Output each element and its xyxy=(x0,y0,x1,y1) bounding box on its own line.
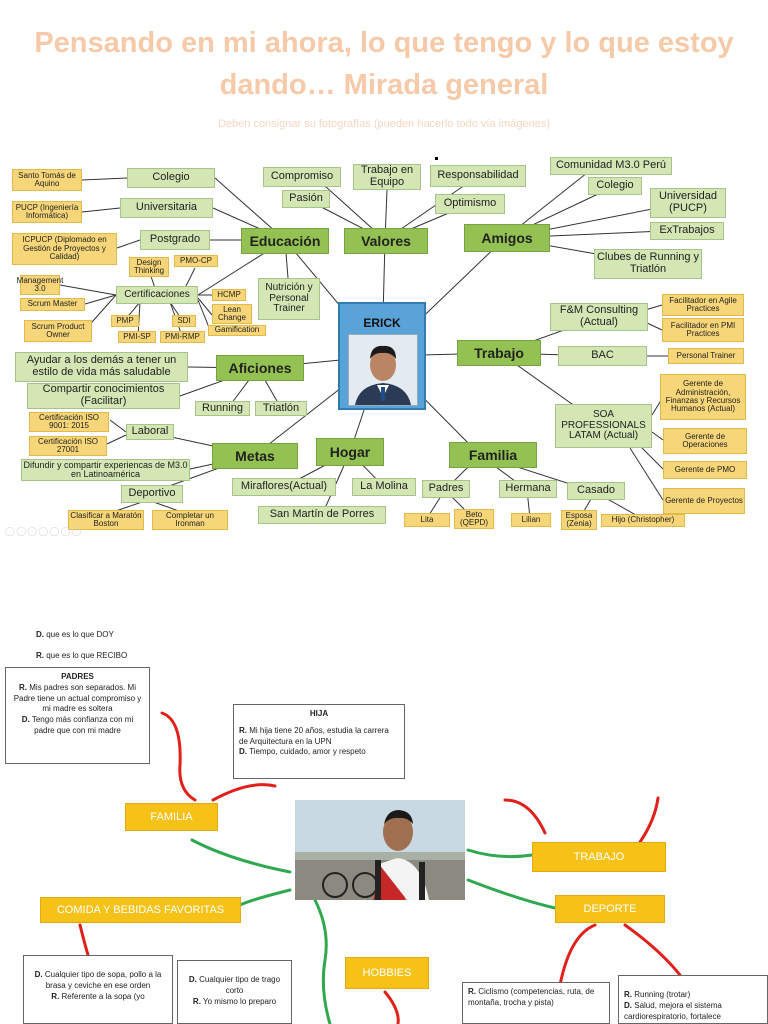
cyclist-icon xyxy=(295,800,465,900)
node-difundir-m30: Difundir y compartir experiencas de M3.0… xyxy=(21,459,190,481)
node-comunidad-m30: Comunidad M3.0 Perú xyxy=(550,157,672,175)
leaf-gamification: Gamification xyxy=(208,325,266,336)
leaf-pmi-rmp: PMI-RMP xyxy=(160,331,205,343)
padres-box: PADRES R. Mis padres son separados. Mi P… xyxy=(5,667,150,764)
node-running: Running xyxy=(195,401,250,416)
node-certificaciones: Certificaciones xyxy=(116,286,198,304)
leaf-scrum-master: Scrum Master xyxy=(20,298,85,311)
node-laboral: Laboral xyxy=(126,424,174,440)
leaf-gerente-proyectos: Gerente de Proyectos xyxy=(663,488,745,514)
center-node: ERICK xyxy=(338,302,426,410)
node-nutricion: Nutrición y Personal Trainer xyxy=(258,278,320,320)
leaf-maraton-boston: Clasificar a Maratón Boston xyxy=(68,510,144,530)
leaf-scrum-product-owner: Scrum Product Owner xyxy=(24,320,92,342)
leaf-iso-9001: Certificación ISO 9001: 2015 xyxy=(29,412,109,432)
node-la-molina: La Molina xyxy=(352,478,416,496)
leaf-personal-trainer: Personal Trainer xyxy=(668,348,744,364)
page-title: Pensando en mi ahora, lo que tengo y lo … xyxy=(34,27,734,101)
node-optimismo: Optimismo xyxy=(435,194,505,214)
page-subtitle: Deben consignar su fotografías (pueden h… xyxy=(217,118,551,130)
node-compromiso: Compromiso xyxy=(263,167,341,187)
node-clubes: Clubes de Running y Triatlón xyxy=(594,249,702,279)
label-comida: COMIDA Y BEBIDAS FAVORITAS xyxy=(40,897,241,923)
leaf-esposa: Esposa (Zenia) xyxy=(561,510,597,530)
node-colegio: Colegio xyxy=(127,168,215,188)
node-miraflores: Miraflores(Actual) xyxy=(232,478,336,496)
comida-box: D. Cualquier tipo de sopa, pollo a la br… xyxy=(23,955,173,1024)
leaf-ironman: Completar un Ironman xyxy=(152,510,228,530)
node-triatlon: Triatlón xyxy=(255,401,307,416)
running-box: R. Running (trotar) D. Salud, mejora el … xyxy=(618,975,768,1024)
hub-amigos: Amigos xyxy=(464,224,550,252)
leaf-gerente-administracion: Gerente de Administración, Finanzas y Re… xyxy=(660,374,746,420)
hub-familia: Familia xyxy=(449,442,537,468)
leaf-lean-change: Lean Change xyxy=(212,304,252,324)
hija-box: HIJA R. Mi hija tiene 20 años, estudia l… xyxy=(233,704,405,779)
node-deportivo: Deportivo xyxy=(121,485,183,503)
leaf-iso-27001: Certificación ISO 27001 xyxy=(29,436,107,456)
leaf-design-thinking: Design Thinking xyxy=(129,257,169,277)
node-fm-consulting: F&M Consulting (Actual) xyxy=(550,303,648,331)
leaf-pucp-ingenieria: PUCP (Ingeniería Informática) xyxy=(12,201,82,223)
hub-valores: Valores xyxy=(344,228,428,254)
node-universidad-pucp: Universidad (PUCP) xyxy=(650,188,726,218)
leaf-icpucp: ICPUCP (Diplomado en Gestión de Proyecto… xyxy=(12,233,117,265)
leaf-beto: Beto (QEPD) xyxy=(454,509,494,529)
node-extrabajos: ExTrabajos xyxy=(650,222,724,240)
node-hermana: Hermana xyxy=(499,480,557,498)
node-casado: Casado xyxy=(567,482,625,500)
label-familia: FAMILIA xyxy=(125,803,218,831)
node-trabajo-equipo: Trabajo en Equipo xyxy=(353,164,421,190)
leaf-gerente-operaciones: Gerente de Operaciones xyxy=(663,428,747,454)
hub-trabajo: Trabajo xyxy=(457,340,541,366)
node-ayudar: Ayudar a los demás a tener un estilo de … xyxy=(15,352,188,382)
center-name: ERICK xyxy=(363,316,401,330)
leaf-gerente-pmo: Gerente de PMO xyxy=(663,461,747,479)
cyclist-photo xyxy=(295,800,465,900)
leaf-pmi-sp: PMI-SP xyxy=(118,331,156,343)
stray-dot xyxy=(435,157,438,160)
trago-box: D. Cualquier tipo de trago corto R. Yo m… xyxy=(177,960,292,1024)
node-soa-professionals: SOA PROFESSIONALS LATAM (Actual) xyxy=(555,404,652,448)
leaf-facilitador-pmi: Facilitador en PMI Practices xyxy=(662,318,744,342)
legend-doy: D. que es lo que DOY xyxy=(36,630,114,639)
faded-icon-row: ◯◯◯◯◯◯◯ xyxy=(5,526,83,536)
leaf-management: Management 3.0 xyxy=(16,275,64,295)
node-bac: BAC xyxy=(558,346,647,366)
node-amigos-colegio: Colegio xyxy=(588,177,642,195)
hub-aficiones: Aficiones xyxy=(216,355,304,381)
leaf-hcmp: HCMP xyxy=(212,289,246,301)
node-compartir: Compartir conocimientos (Facilitar) xyxy=(27,383,180,409)
node-postgrado: Postgrado xyxy=(140,230,210,250)
leaf-sdi: SDI xyxy=(172,315,196,327)
node-responsabilidad: Responsabilidad xyxy=(430,165,526,187)
node-universitaria: Universitaria xyxy=(120,198,213,218)
node-pasion: Pasión xyxy=(282,190,330,208)
hub-hogar: Hogar xyxy=(316,438,384,466)
legend-recibo: R. que es lo que RECIBO xyxy=(36,651,128,660)
hub-metas: Metas xyxy=(212,443,298,469)
leaf-pmo-cp: PMO-CP xyxy=(174,255,218,267)
label-deporte: DEPORTE xyxy=(555,895,665,923)
node-san-martin: San Martín de Porres xyxy=(258,506,386,524)
leaf-facilitador-agile: Facilitador en Agile Practices xyxy=(662,294,744,316)
leaf-hijo: Hijo (Christopher) xyxy=(601,514,685,527)
leaf-santo-tomas: Santo Tomás de Aquino xyxy=(12,169,82,191)
label-hobbies: HOBBIES xyxy=(345,957,429,989)
person-icon xyxy=(349,335,417,405)
leaf-pmp: PMP xyxy=(111,315,139,327)
hub-educacion: Educación xyxy=(241,228,329,254)
node-padres: Padres xyxy=(422,480,470,498)
ciclismo-box: R. Ciclismo (competencias, ruta, de mont… xyxy=(462,982,610,1024)
profile-photo xyxy=(348,334,418,406)
label-trabajo: TRABAJO xyxy=(532,842,666,872)
leaf-lilian: Lilian xyxy=(511,513,551,527)
leaf-lita: Lita xyxy=(404,513,450,527)
